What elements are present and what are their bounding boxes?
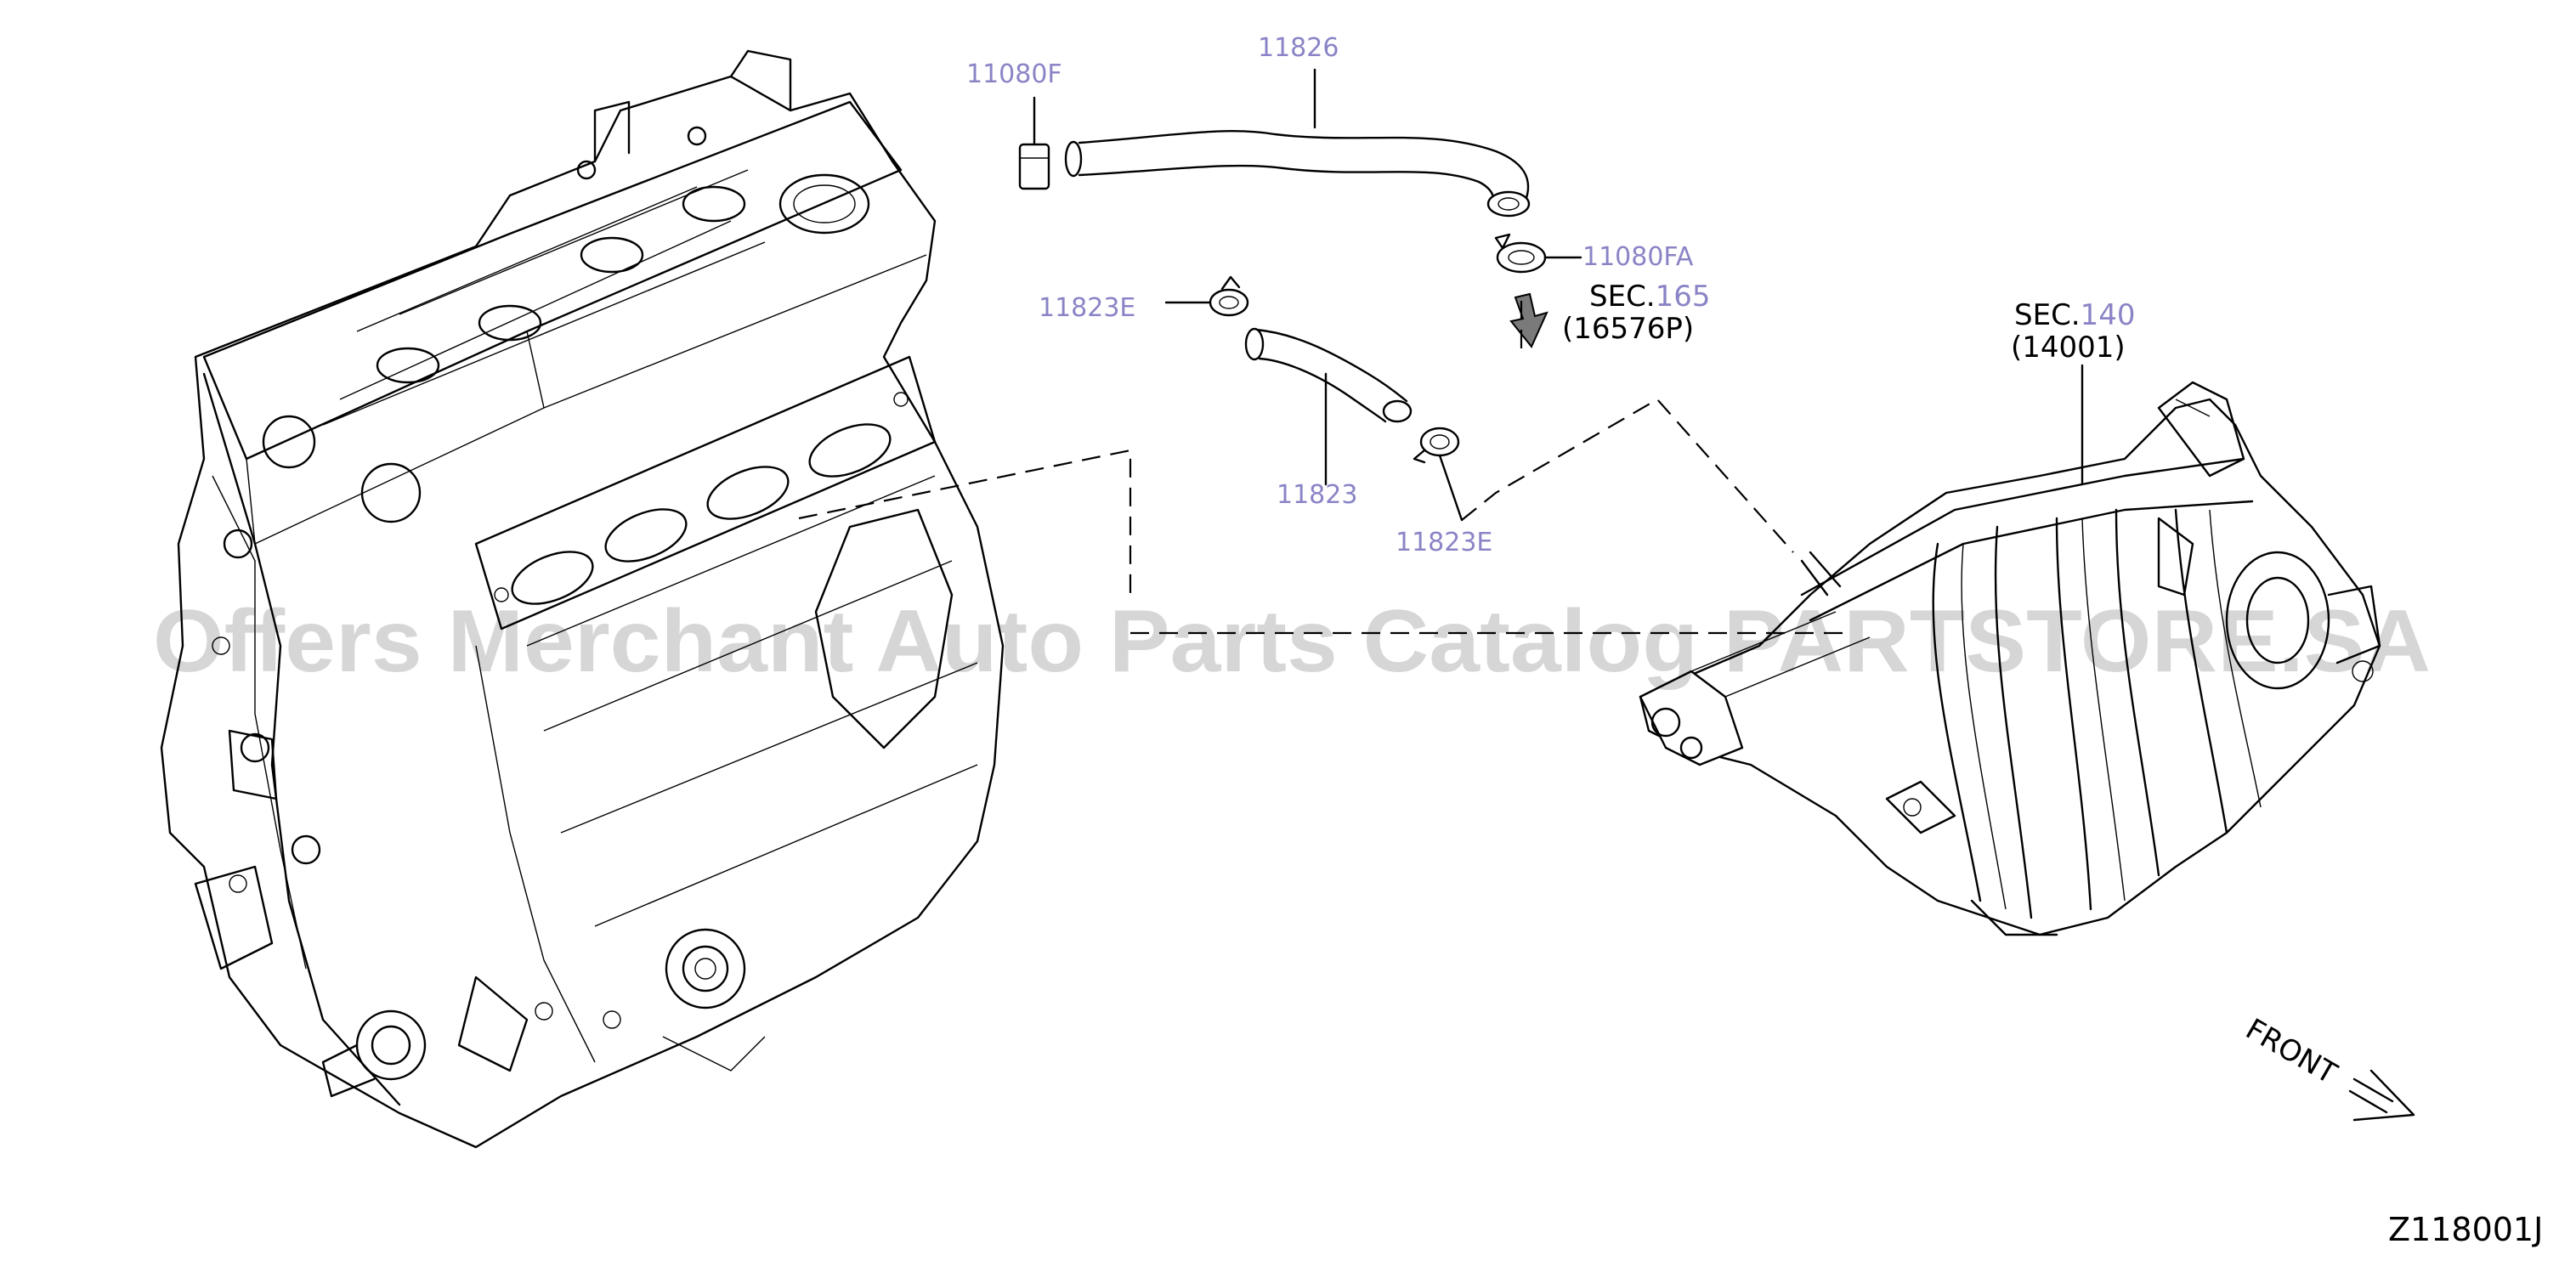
reference-sec-165[interactable]: SEC.165 (16576P) [1562,280,1711,346]
clamp-11080fa-drawing [1494,233,1582,274]
diagram-code: Z118001J [2388,1211,2543,1248]
sec-165-part: (16576P) [1562,312,1694,346]
clamp-11823e-top-drawing [1164,275,1249,317]
sec-140-prefix: SEC. [2014,298,2081,332]
watermark: Offers Merchant Auto Parts Catalog PARTS… [153,592,2431,691]
engine-block-drawing [160,49,1005,1149]
dashed-connector-lines [798,297,1853,635]
callout-11823e-top[interactable]: 11823E [1039,293,1135,323]
sec-140-part: (14001) [2011,331,2126,365]
hose-11823-drawing [1244,327,1413,486]
front-indicator: FRONT [2240,1012,2415,1122]
callout-11826[interactable]: 11826 [1258,33,1339,63]
callout-11823e-bottom[interactable]: 11823E [1396,528,1492,557]
callout-11823[interactable]: 11823 [1277,480,1357,510]
sec-165-prefix: SEC. [1589,280,1656,314]
svg-text:SEC.165: SEC.165 [1589,280,1711,314]
reference-sec-140[interactable]: SEC.140 (14001) [2011,298,2136,365]
callout-11080f[interactable]: 11080F [966,59,1062,89]
callout-11080fa[interactable]: 11080FA [1582,242,1694,272]
hose-11826-drawing [1064,130,1531,218]
sec-165-number: 165 [1656,280,1711,314]
front-label: FRONT [2240,1012,2343,1091]
clamp-11080f-drawing [1018,96,1050,190]
svg-text:SEC.140: SEC.140 [2014,298,2136,332]
flow-arrow-icon [1509,292,1548,348]
intake-manifold-drawing [1639,381,2381,936]
sec-140-number: 140 [2081,298,2136,332]
clamp-11823e-bottom-drawing [1413,427,1464,522]
